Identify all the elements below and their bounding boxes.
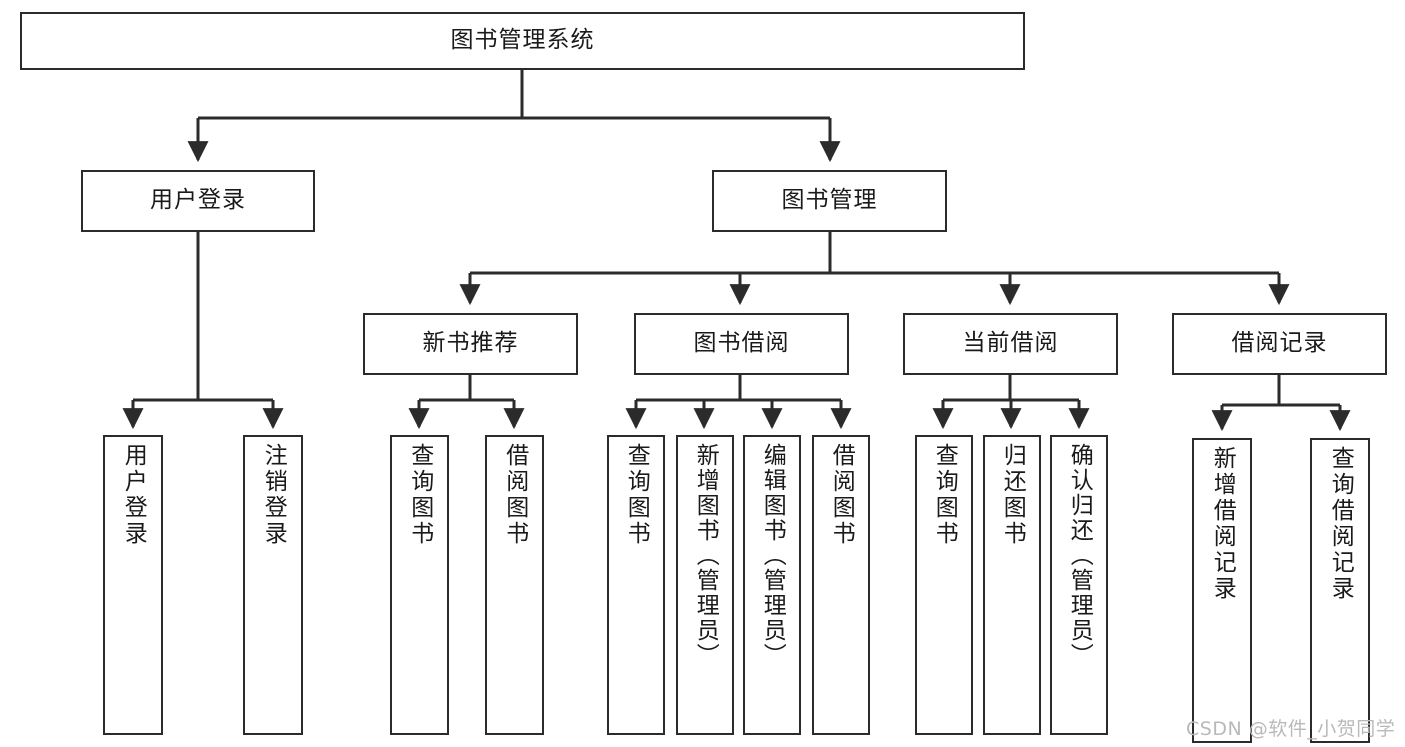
node-borrow-record-label: 借阅记录: [1231, 330, 1328, 357]
leaf-user-logout[interactable]: 注销登录: [243, 435, 303, 735]
leaf-current-return-book-label: 归还图书: [999, 443, 1026, 547]
leaf-borrow-edit-book[interactable]: 编辑图书（管理员）: [743, 435, 801, 735]
leaf-borrow-borrow-book-label: 借阅图书: [828, 443, 855, 547]
node-current-borrow[interactable]: 当前借阅: [903, 313, 1118, 375]
leaf-borrow-add-book-label: 新增图书（管理员）: [692, 443, 719, 668]
node-current-borrow-label: 当前借阅: [962, 330, 1059, 357]
node-new-book-recommend[interactable]: 新书推荐: [363, 313, 578, 375]
leaf-current-return-book[interactable]: 归还图书: [983, 435, 1041, 735]
node-borrow-record[interactable]: 借阅记录: [1172, 313, 1387, 375]
node-book-borrow-label: 图书借阅: [693, 330, 790, 357]
node-book-management[interactable]: 图书管理: [712, 170, 947, 232]
leaf-borrow-edit-book-label: 编辑图书（管理员）: [759, 443, 786, 668]
leaf-borrow-borrow-book[interactable]: 借阅图书: [812, 435, 870, 735]
leaf-recommend-borrow-book-label: 借阅图书: [501, 443, 528, 547]
node-book-borrow[interactable]: 图书借阅: [634, 313, 849, 375]
leaf-current-query-book[interactable]: 查询图书: [915, 435, 973, 735]
node-book-management-label: 图书管理: [781, 187, 878, 214]
leaf-recommend-query-book-label: 查询图书: [406, 443, 433, 547]
leaf-record-add-record-label: 新增借阅记录: [1209, 446, 1236, 602]
node-new-book-recommend-label: 新书推荐: [422, 330, 519, 357]
node-user-login[interactable]: 用户登录: [81, 170, 315, 232]
leaf-current-confirm-return-label: 确认归还（管理员）: [1066, 443, 1093, 668]
node-user-login-label: 用户登录: [150, 187, 246, 214]
leaf-recommend-query-book[interactable]: 查询图书: [390, 435, 449, 735]
leaf-current-query-book-label: 查询图书: [931, 443, 958, 547]
leaf-current-confirm-return[interactable]: 确认归还（管理员）: [1050, 435, 1108, 735]
leaf-user-login-label: 用户登录: [120, 443, 147, 547]
node-root-label: 图书管理系统: [450, 27, 595, 54]
leaf-user-logout-label: 注销登录: [260, 443, 287, 547]
leaf-record-query-record-label: 查询借阅记录: [1327, 446, 1354, 602]
leaf-borrow-query-book[interactable]: 查询图书: [607, 435, 665, 735]
node-root[interactable]: 图书管理系统: [20, 12, 1025, 70]
leaf-user-login[interactable]: 用户登录: [103, 435, 163, 735]
leaf-borrow-add-book[interactable]: 新增图书（管理员）: [676, 435, 734, 735]
leaf-record-query-record[interactable]: 查询借阅记录: [1310, 438, 1370, 743]
leaf-recommend-borrow-book[interactable]: 借阅图书: [485, 435, 544, 735]
leaf-record-add-record[interactable]: 新增借阅记录: [1192, 438, 1252, 743]
leaf-borrow-query-book-label: 查询图书: [623, 443, 650, 547]
